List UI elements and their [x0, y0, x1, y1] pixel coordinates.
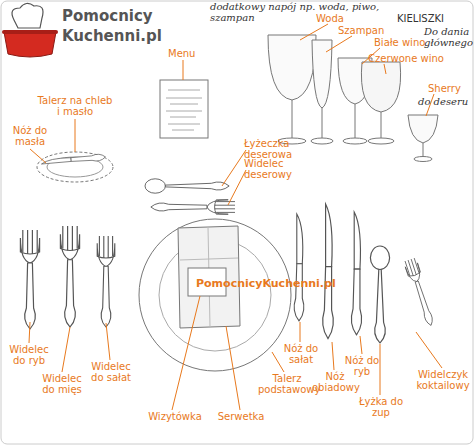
- leader-line: [272, 352, 284, 372]
- glass-stem: [292, 100, 293, 140]
- leader-line: [29, 322, 30, 343]
- glass-stem: [355, 104, 356, 140]
- glass-base: [414, 157, 432, 162]
- fish-knife: [351, 212, 361, 335]
- part-label: Widelczyk koktailowy: [414, 369, 472, 391]
- watermark: PomocnicyKuchenni.pl: [196, 278, 326, 290]
- part-label: Widelec do sałat: [86, 361, 136, 383]
- note: dodatkowy napój np. woda, piwo, szampan: [210, 1, 410, 23]
- leader-line: [300, 322, 301, 342]
- part-label: Serwetka: [210, 411, 272, 422]
- napkin: [178, 226, 240, 328]
- red-wine-glass: [361, 62, 400, 112]
- leader-line: [172, 296, 200, 410]
- part-label: Nóż do masła: [6, 125, 54, 147]
- salad-knife: [294, 214, 304, 321]
- sherry-glass: [408, 115, 438, 143]
- soup-spoon: [370, 246, 389, 343]
- salad-fork: [97, 236, 115, 327]
- part-label: Widelec do ryb: [4, 344, 54, 366]
- pot: [4, 32, 56, 57]
- glass-base: [311, 138, 333, 144]
- part-label: Widelec deserowy: [244, 158, 306, 180]
- part-label: Talerz podstawowy: [258, 373, 316, 395]
- menu-card: [160, 80, 208, 138]
- glass-label: Szampan: [338, 25, 388, 36]
- glass-base: [343, 138, 367, 144]
- leader-line: [183, 60, 184, 80]
- logo-icon: [2, 3, 58, 57]
- part-label: Nóż do ryb: [344, 355, 380, 377]
- leader-line: [332, 342, 334, 370]
- part-label: Talerz na chleb i masło: [35, 95, 115, 117]
- part-label: Łyżeczka deserowa: [244, 138, 306, 160]
- dinner-knife: [323, 204, 334, 339]
- glass-stem: [322, 108, 323, 140]
- leader-line: [106, 323, 110, 360]
- leader-line: [416, 332, 442, 368]
- bread-plate: [37, 152, 113, 182]
- main-plate: [139, 219, 291, 371]
- glass-base: [368, 138, 394, 144]
- leader-line: [300, 24, 328, 40]
- glass-label: Czerwone wino: [368, 53, 448, 64]
- note: Do dania głównego: [424, 26, 472, 48]
- menu-scribble: [166, 90, 202, 130]
- part-label: Nóż obiadowy: [312, 371, 358, 393]
- water-glass: [268, 35, 316, 100]
- leader-line: [228, 170, 246, 205]
- leader-line: [226, 326, 240, 410]
- leader-lines: [29, 24, 442, 410]
- fish-fork: [20, 230, 39, 329]
- dessert-fork: [151, 200, 235, 214]
- logo-text: Kuchenni.pl: [62, 28, 172, 45]
- leader-line: [384, 64, 386, 74]
- butter-knife: [41, 154, 106, 166]
- glass-label: Woda: [316, 13, 356, 24]
- leader-line: [222, 150, 246, 186]
- napkin-fold: [180, 227, 238, 327]
- leader-line: [326, 36, 352, 52]
- glass-stem: [423, 143, 424, 158]
- part-label: Widelec do mięs: [36, 373, 88, 395]
- glass-stem: [381, 112, 382, 140]
- main-plate: [139, 219, 291, 371]
- leader-line: [380, 344, 381, 395]
- logo-text: Pomocnicy: [62, 8, 172, 25]
- bread-plate: [37, 152, 113, 182]
- menu-card: [160, 80, 208, 138]
- part-label: Menu: [168, 48, 208, 59]
- leader-line: [75, 119, 76, 152]
- part-label: Nóż do sałat: [281, 343, 321, 365]
- note: do deseru: [418, 96, 474, 107]
- group-heading: KIELISZKI: [397, 13, 457, 24]
- pot-rim: [2, 30, 58, 34]
- glass-label: Sherry: [428, 83, 472, 94]
- leader-line: [30, 149, 46, 163]
- chef-hat: [12, 3, 43, 28]
- part-label: Wizytówka: [140, 411, 210, 422]
- leader-line: [62, 327, 70, 372]
- cocktail-fork: [404, 258, 438, 328]
- dessert-spoon: [145, 179, 229, 193]
- meat-fork: [60, 226, 79, 327]
- leader-line: [360, 336, 362, 354]
- part-label: Łyżka do zup: [358, 396, 404, 418]
